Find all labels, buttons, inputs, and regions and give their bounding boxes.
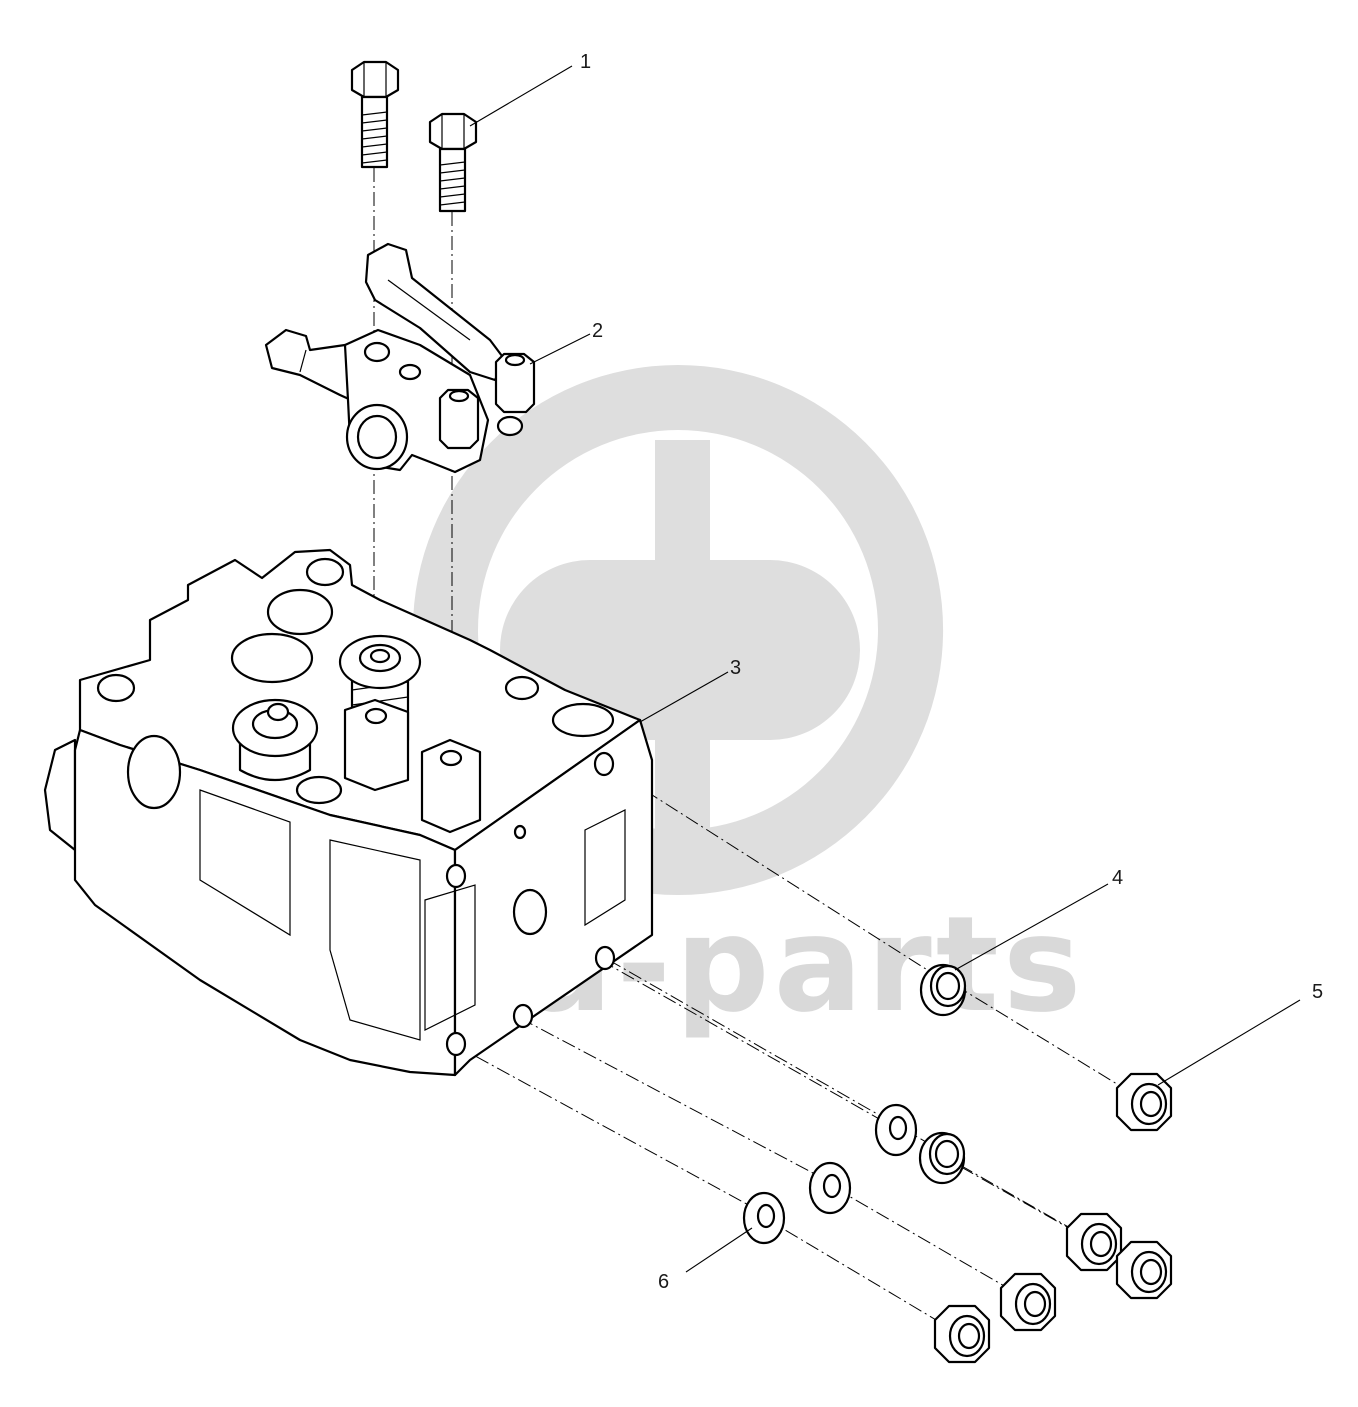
bolt-head xyxy=(350,60,400,99)
bolt-thread xyxy=(439,161,466,206)
stud-axis-low-left xyxy=(454,1044,766,1215)
stud-axis-top-outer xyxy=(954,984,1136,1096)
top-hole xyxy=(305,557,345,587)
callout-6[interactable]: 6 xyxy=(658,1271,669,1293)
stud-axis-low-right xyxy=(519,1017,831,1183)
valve-stem xyxy=(266,702,290,722)
stud-hole xyxy=(593,751,615,777)
rocker-arm-front-edge xyxy=(299,349,307,373)
bolt-thread xyxy=(361,111,388,164)
valve-stem xyxy=(369,648,391,664)
support-hole xyxy=(398,363,422,381)
pushrod-hole xyxy=(364,707,388,725)
side-recess xyxy=(199,789,291,937)
stud-hole xyxy=(445,1031,467,1057)
stud-hole xyxy=(445,863,467,889)
support-hole xyxy=(363,341,391,363)
stud-axis-top xyxy=(604,764,941,979)
stud-axis-mid-outer-a xyxy=(939,1154,1091,1241)
rocker-shaft-bore xyxy=(356,414,398,460)
pushrod-hole xyxy=(439,749,463,767)
top-hole xyxy=(504,675,540,701)
washer xyxy=(808,1161,852,1215)
stud-hole xyxy=(594,945,616,971)
rocker-arm-assembly[interactable] xyxy=(264,242,536,474)
leader-4 xyxy=(954,883,1109,971)
bolt-head xyxy=(428,112,478,151)
top-port xyxy=(266,588,334,636)
sleeve xyxy=(918,1131,966,1185)
side-port xyxy=(126,734,182,810)
head-end-face xyxy=(453,718,654,1077)
rocker-arm-rear-edge xyxy=(387,279,471,341)
end-port xyxy=(512,888,548,936)
washers[interactable] xyxy=(742,1103,918,1245)
washer xyxy=(874,1103,918,1157)
adjusting-screw-front xyxy=(438,388,480,450)
leader-3 xyxy=(639,671,729,723)
head-end-cap xyxy=(43,738,77,852)
top-hole xyxy=(295,775,343,805)
stud-hole xyxy=(512,1003,534,1029)
callout-2[interactable]: 2 xyxy=(592,320,603,342)
hex-nut xyxy=(1115,1072,1173,1132)
leader-2 xyxy=(529,333,591,365)
bolt-left[interactable] xyxy=(350,60,400,169)
pushrod-tower xyxy=(420,738,482,834)
top-hole xyxy=(96,673,136,703)
cylinder-head[interactable] xyxy=(43,548,654,1077)
spacer-sleeves[interactable] xyxy=(918,963,967,1185)
small-hole xyxy=(513,824,527,840)
end-face-window xyxy=(424,884,476,1031)
leader-5 xyxy=(1157,999,1301,1086)
leader-lines xyxy=(469,65,1301,1273)
callout-3[interactable]: 3 xyxy=(730,657,741,679)
sleeve xyxy=(919,963,967,1017)
callout-1[interactable]: 1 xyxy=(580,51,591,73)
valve-spring-front xyxy=(231,698,319,781)
head-side-face xyxy=(73,728,457,1077)
hex-nut xyxy=(999,1272,1057,1332)
top-port xyxy=(551,702,615,738)
stud-axis-low-left-outer xyxy=(764,1217,959,1334)
adjusting-screw-rear xyxy=(494,352,536,414)
bolt-shank xyxy=(360,95,389,169)
side-recess xyxy=(329,839,421,1041)
pushrod-tower xyxy=(343,698,410,792)
valve-spring-rear xyxy=(338,634,422,751)
callout-4[interactable]: 4 xyxy=(1112,867,1123,889)
rocker-foot xyxy=(496,415,524,437)
leader-1 xyxy=(469,65,573,127)
adjusting-screw-top xyxy=(504,353,526,367)
injector-boss xyxy=(230,632,314,684)
leader-6 xyxy=(685,1227,753,1273)
hex-nuts[interactable] xyxy=(933,1072,1173,1364)
end-face-window xyxy=(584,809,626,927)
bolt-right[interactable] xyxy=(428,112,478,213)
stud-axis-low-right-outer xyxy=(834,1187,1026,1299)
callout-numbers: 1 2 3 4 5 6 xyxy=(580,51,1323,1293)
adjusting-screw-top xyxy=(448,389,470,403)
hex-nut xyxy=(1065,1212,1123,1272)
hex-nut xyxy=(933,1304,991,1364)
washer xyxy=(742,1191,786,1245)
hex-nut xyxy=(1115,1240,1173,1300)
callout-5[interactable]: 5 xyxy=(1312,981,1323,1003)
